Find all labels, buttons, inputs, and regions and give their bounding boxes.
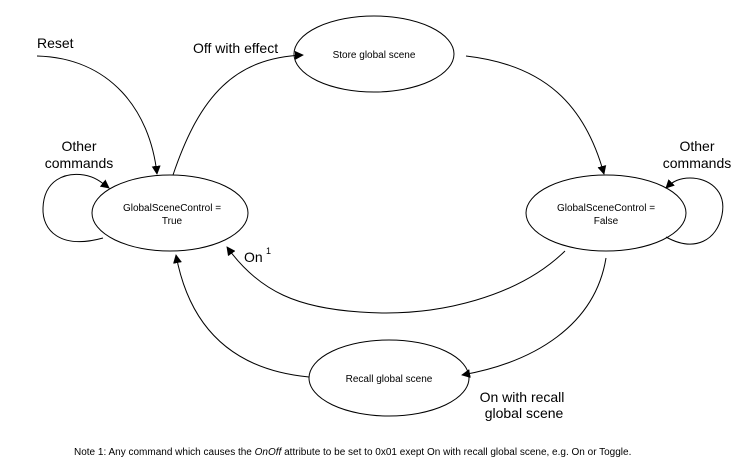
transition-reset-arrow <box>36 55 161 175</box>
state-true-label-line2: True <box>162 216 183 227</box>
label-other-commands-left-line1: Other <box>61 138 96 154</box>
transition-store-to-false-arrow <box>465 55 607 175</box>
footnote-suffix: attribute to be set to 0x01 exept On wit… <box>281 447 632 458</box>
state-recall-global-scene: Recall global scene <box>308 339 470 417</box>
state-global-scene-control-true: GlobalSceneControl = True <box>91 174 249 252</box>
transition-recall-to-true-arrow <box>173 254 310 378</box>
label-other-commands-right-line1: Other <box>679 138 714 154</box>
footnote: Note 1: Any command which causes the OnO… <box>74 447 734 458</box>
state-false-label-line1: GlobalSceneControl = <box>557 203 655 214</box>
state-true-label-line1: GlobalSceneControl = <box>123 203 221 214</box>
label-reset: Reset <box>37 35 74 51</box>
transition-on-arrow <box>226 246 566 314</box>
transition-other-commands-right-loop <box>665 177 724 245</box>
state-recall-label: Recall global scene <box>346 374 433 385</box>
transition-other-commands-left-loop <box>42 173 110 243</box>
label-off-with-effect: Off with effect <box>193 40 278 56</box>
label-on-superscript: 1 <box>266 246 271 256</box>
footnote-prefix: Note 1: Any command which causes the <box>74 447 255 458</box>
transition-on-with-recall-arrow <box>461 257 607 379</box>
footnote-attribute: OnOff <box>254 447 282 458</box>
label-on-text: On <box>244 249 263 265</box>
label-other-commands-left-line2: commands <box>45 155 113 171</box>
state-store-label: Store global scene <box>333 50 416 61</box>
label-on: On 1 <box>244 246 271 265</box>
transition-off-with-effect-arrow <box>172 50 304 176</box>
state-false-label-line2: False <box>594 216 619 227</box>
label-on-with-recall-line1: On with recall <box>480 389 565 405</box>
state-store-global-scene: Store global scene <box>293 15 455 93</box>
state-global-scene-control-false: GlobalSceneControl = False <box>525 174 687 252</box>
label-on-with-recall-line2: global scene <box>485 405 564 421</box>
label-other-commands-right-line2: commands <box>663 155 731 171</box>
